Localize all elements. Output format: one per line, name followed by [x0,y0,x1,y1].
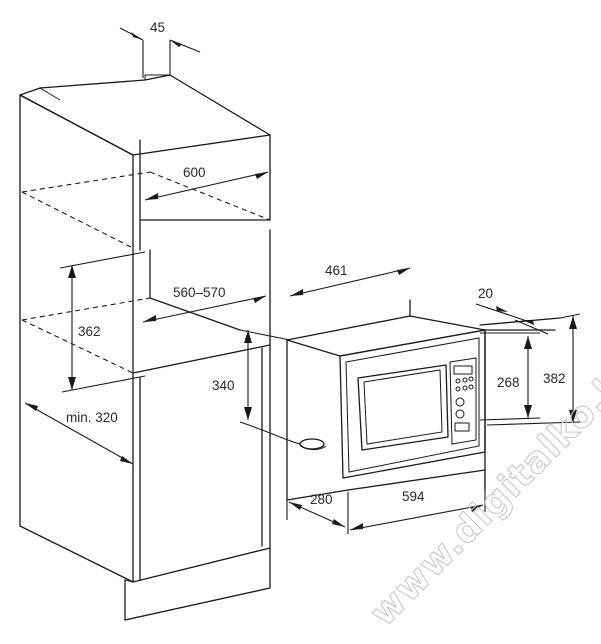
dim-560-570: 560–570 [142,285,267,323]
label-461: 461 [325,263,348,278]
label-594: 594 [402,489,425,504]
watermark-text: www.digitalko.hu [362,344,601,635]
label-20: 20 [478,286,493,301]
microwave-door-button [454,422,470,432]
microwave-window [357,364,449,451]
label-600: 600 [183,165,206,180]
dim-382: 382 [486,313,581,426]
label-362: 362 [78,324,101,339]
microwave-control-panel [449,357,477,445]
power-cable [239,421,301,445]
microwave [239,329,486,479]
dim-461: 461 [289,263,411,297]
dim-362: 362 [59,251,146,393]
tall-cabinet [19,74,271,621]
cabinet-top [19,74,271,156]
label-45: 45 [150,20,165,35]
cabinet-side-panel [19,94,134,583]
dim-280: 280 [286,492,346,528]
dim-min-320: min. 320 [24,402,134,465]
dim-340: 340 [212,329,291,420]
label-min-320: min. 320 [66,410,118,425]
microwave-display [453,365,473,375]
dim-268: 268 [479,332,541,421]
niche-dashed-outlines [21,171,271,374]
label-340: 340 [212,378,235,393]
label-280: 280 [310,492,333,507]
label-268: 268 [497,375,520,390]
dim-600: 600 [144,165,269,201]
label-560-570: 560–570 [173,285,226,300]
cabinet-plinth [124,547,271,621]
cabinet-lower-door [132,344,271,583]
dim-20: 20 [475,286,549,335]
label-382: 382 [543,371,566,386]
dim-594: 594 [347,472,486,534]
microwave-front-trim [339,329,486,479]
dim-45: 45 [119,20,201,78]
microwave-knob [455,397,465,407]
